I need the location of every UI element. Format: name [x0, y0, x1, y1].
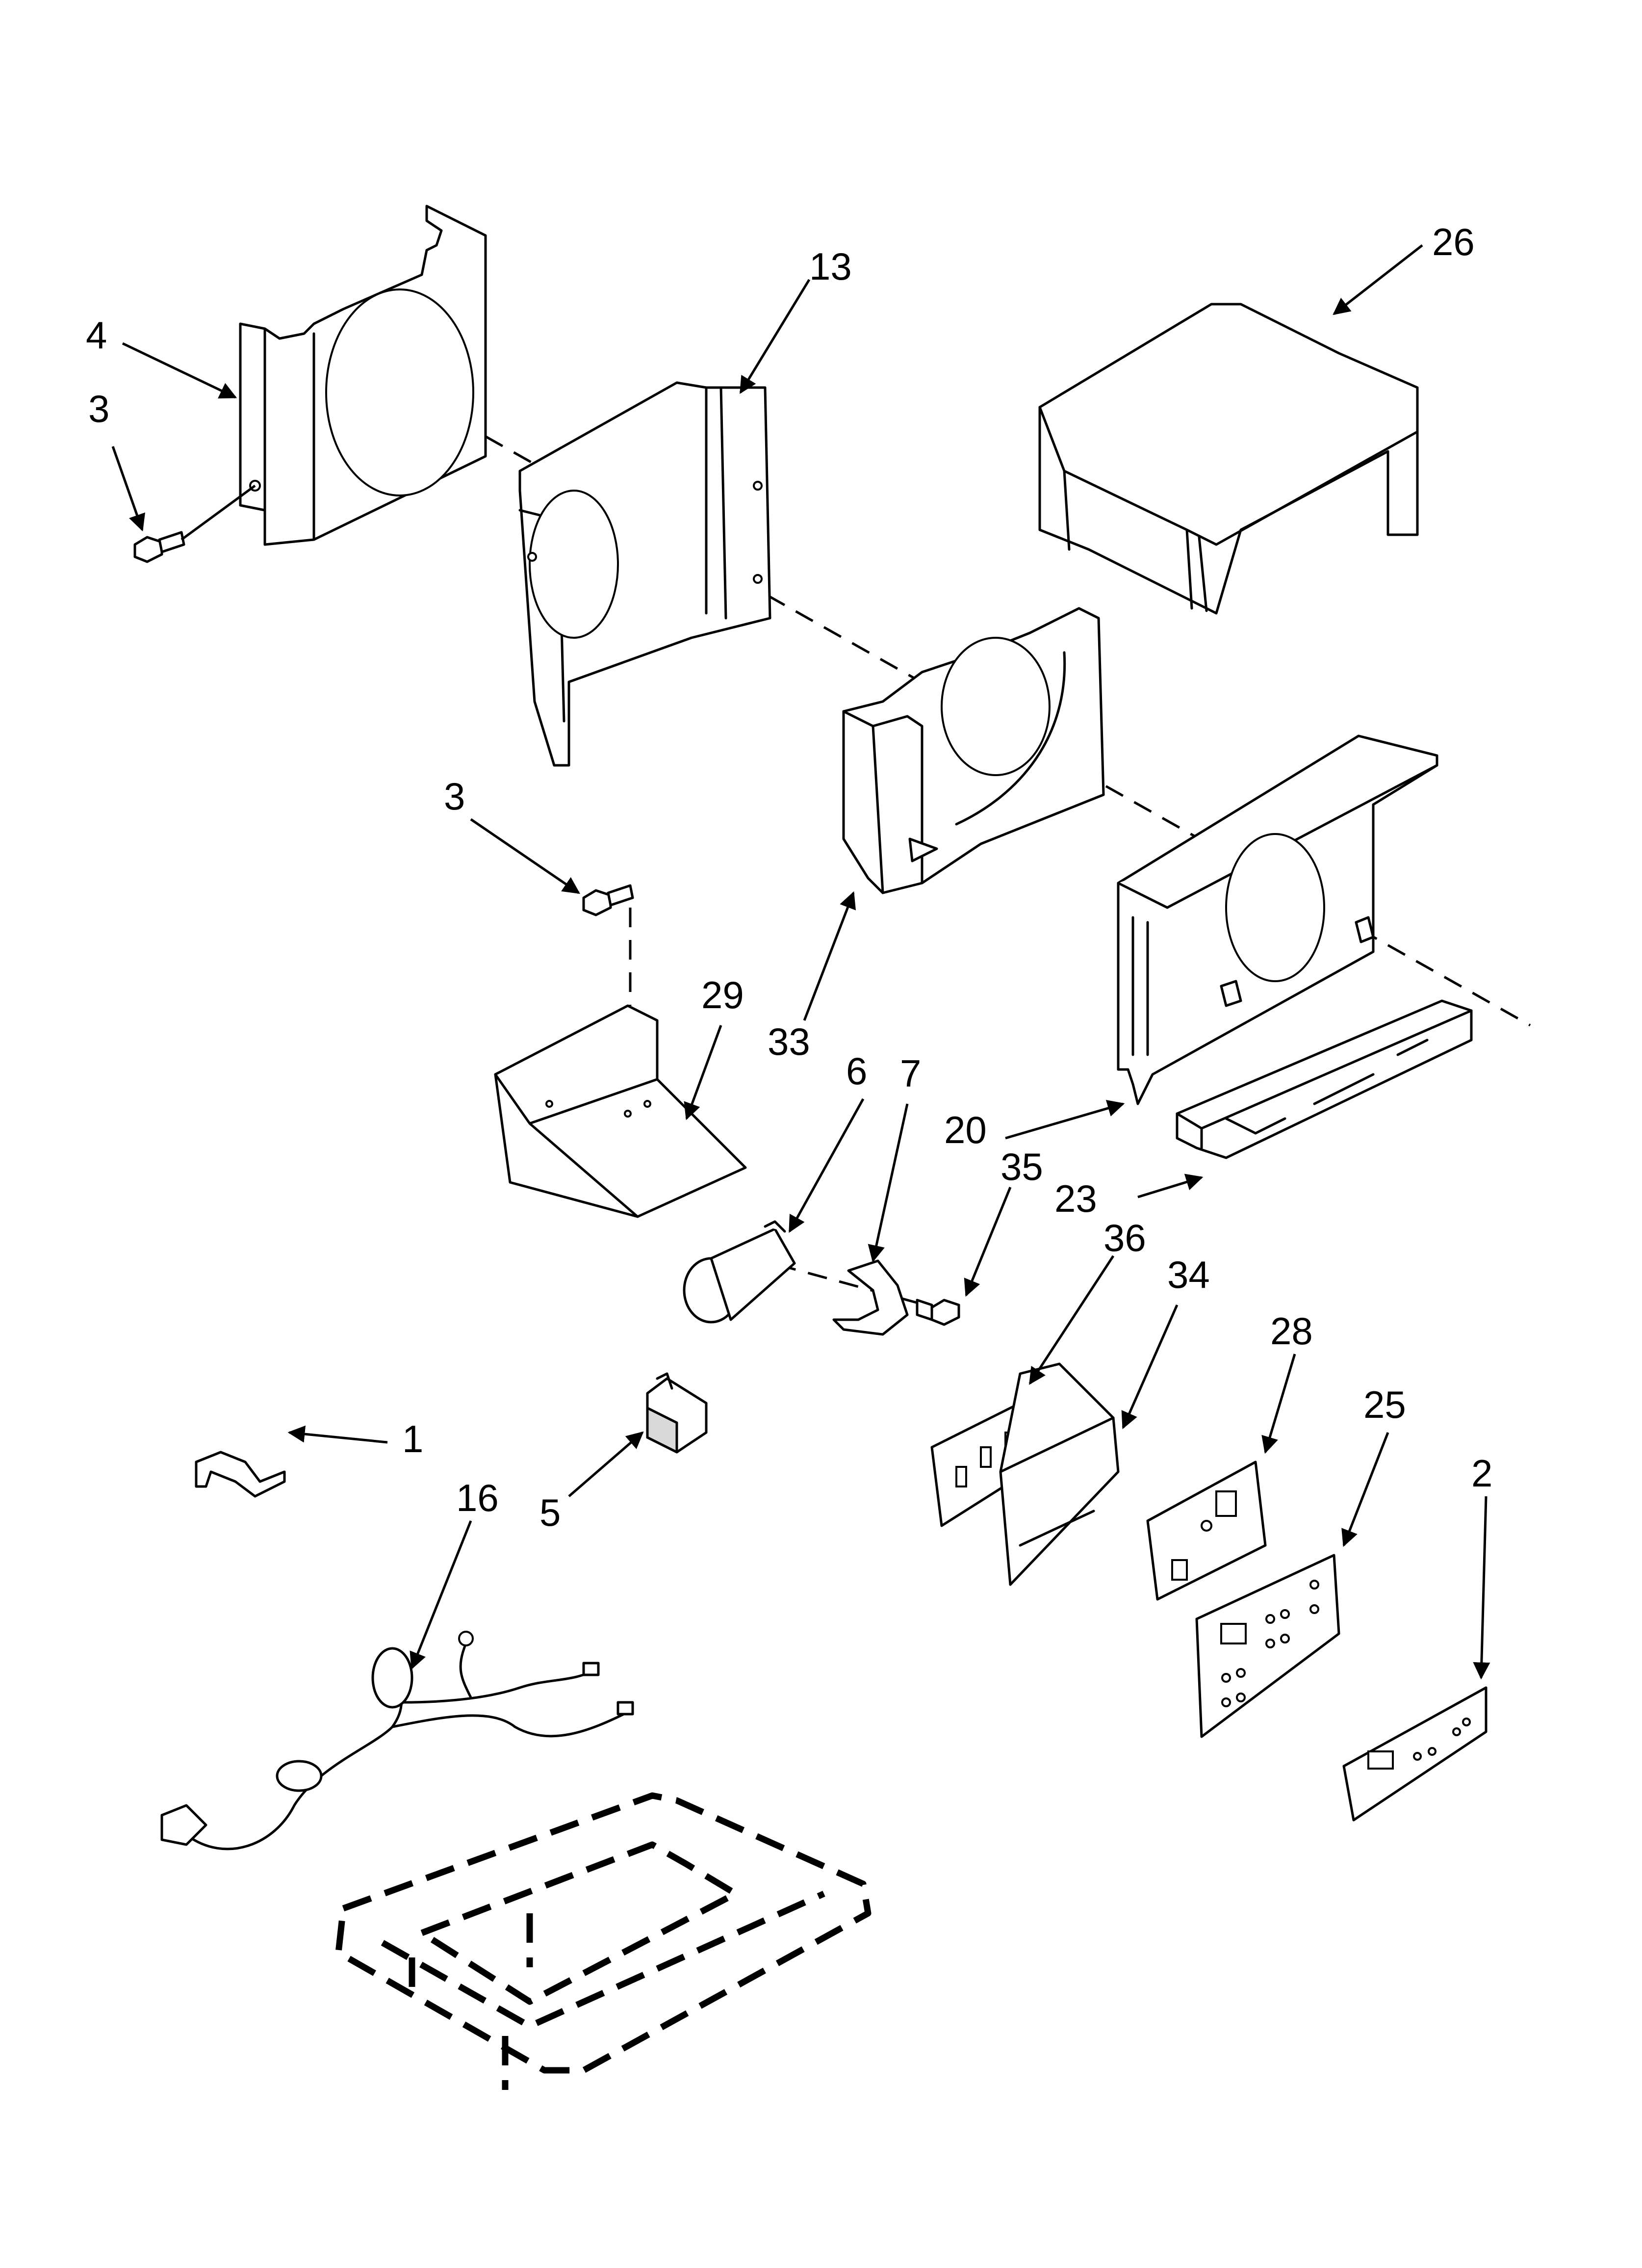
callout-2: 2: [1471, 1452, 1492, 1495]
part-3-screw-middle: [582, 884, 634, 916]
part-1-clip: [195, 1451, 286, 1498]
callout-13: 13: [809, 245, 852, 288]
part-28-control-board: [1146, 1460, 1267, 1601]
callout-labels: 26 13 4 3 3 29 33 6 7 35 20 23 36 34 28 …: [86, 220, 1492, 1534]
part-3-screw-top: [133, 531, 185, 563]
part-23-base-channel: [1176, 999, 1473, 1159]
callout-33: 33: [768, 1020, 810, 1063]
part-5-transformer: [646, 1372, 708, 1454]
callout-20: 20: [944, 1108, 987, 1151]
callout-5: 5: [539, 1491, 561, 1534]
part-29-control-bracket: [494, 1004, 747, 1218]
callout-26: 26: [1432, 220, 1475, 263]
part-25-keypad-board: [1195, 1554, 1340, 1738]
part-7-strap: [832, 1259, 909, 1336]
part-20-partition: [1117, 734, 1438, 1105]
part-35-screw: [916, 1299, 960, 1326]
callout-6: 6: [846, 1049, 867, 1093]
callout-4: 4: [86, 313, 107, 357]
callout-23: 23: [1054, 1177, 1097, 1220]
part-13-blower-housing: [518, 381, 771, 767]
part-6-capacitor: [683, 1220, 796, 1324]
callout-36: 36: [1103, 1216, 1146, 1259]
callout-29: 29: [701, 973, 744, 1017]
callout-35: 35: [1001, 1145, 1043, 1188]
callout-16: 16: [456, 1476, 499, 1519]
callout-7: 7: [900, 1052, 921, 1095]
callout-3-top: 3: [88, 387, 109, 430]
callout-34: 34: [1167, 1253, 1210, 1296]
callout-1: 1: [402, 1417, 423, 1460]
part-34-pcb-bracket: [999, 1362, 1120, 1586]
part-26-cover: [1038, 303, 1419, 615]
base-pan-reference: [335, 1792, 872, 2090]
part-4-fan-shroud: [239, 205, 487, 546]
part-2-faceplate: [1342, 1686, 1488, 1822]
callout-28: 28: [1270, 1309, 1313, 1353]
callout-3-middle: 3: [444, 775, 465, 818]
part-33-scroll: [842, 607, 1105, 894]
part-16-power-cord: [160, 1631, 634, 1851]
callout-25: 25: [1363, 1383, 1406, 1426]
keypad-dots: [1221, 1580, 1319, 1707]
leader-lines: [111, 244, 1490, 1680]
